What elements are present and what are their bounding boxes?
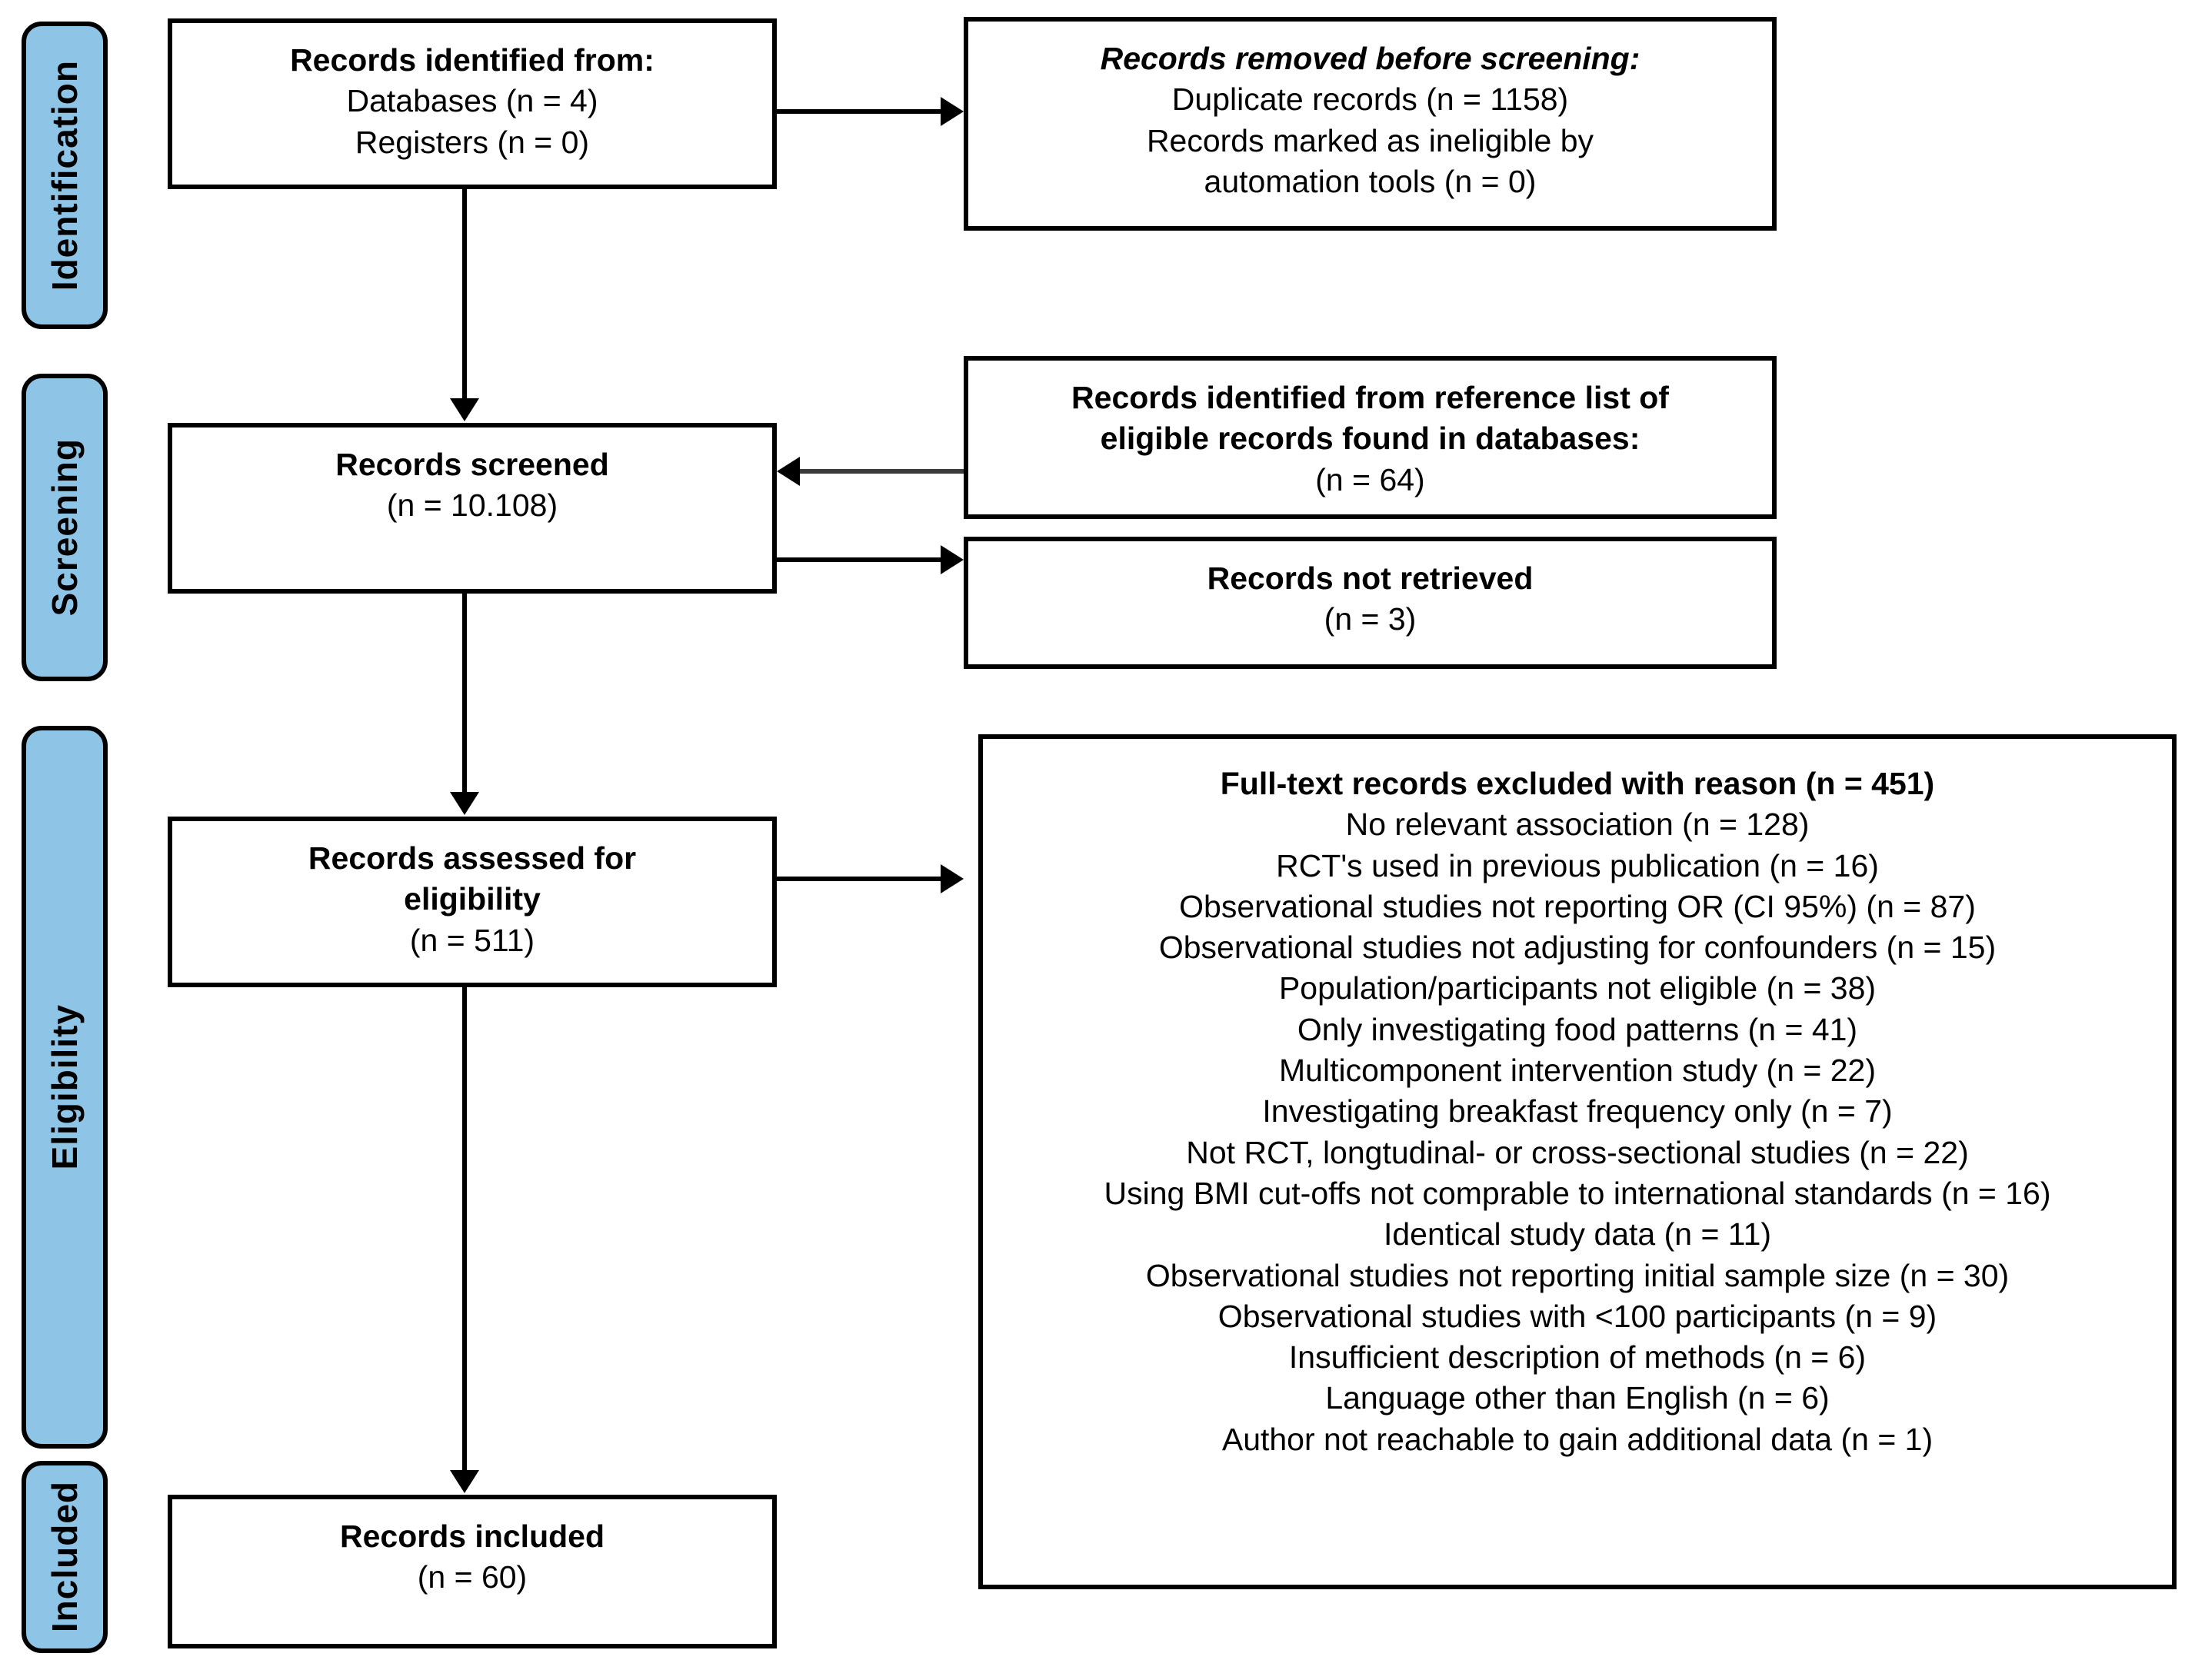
- stage-included: Included: [22, 1461, 108, 1653]
- excluded-line-15: Insufficient description of methods (n =…: [1288, 1339, 1867, 1376]
- excluded-line-4: Observational studies not reporting OR (…: [1179, 888, 1976, 924]
- stage-screening: Screening: [22, 374, 108, 681]
- assessed-line-3: (n = 511): [409, 922, 535, 958]
- connector-screened-to-assessed: [462, 594, 467, 792]
- records-screened-line-1: Records screened: [335, 447, 609, 482]
- records-removed-line-4: automation tools (n = 0): [1204, 163, 1537, 199]
- stage-eligibility-label: Eligibility: [45, 1004, 85, 1170]
- excluded-line-3: RCT's used in previous publication (n = …: [1276, 847, 1879, 883]
- reference-list-line-1: Records identified from reference list o…: [1071, 380, 1669, 415]
- records-identified-line-2: Databases (n = 4): [346, 83, 598, 119]
- excluded-line-5: Observational studies not adjusting for …: [1158, 930, 1997, 966]
- excluded-line-12: Identical study data (n = 11): [1383, 1216, 1772, 1253]
- records-removed-line-1: Records removed before screening:: [1100, 41, 1640, 76]
- stage-eligibility: Eligibility: [22, 726, 108, 1449]
- excluded-line-13: Observational studies not reporting init…: [1145, 1257, 2010, 1293]
- excluded-line-7: Only investigating food patterns (n = 41…: [1297, 1011, 1858, 1047]
- arrowhead-identified-to-screened: [450, 398, 479, 421]
- stage-screening-label: Screening: [45, 438, 85, 617]
- reference-list-line-3: (n = 64): [1315, 461, 1425, 497]
- connector-identified-to-screened: [462, 189, 467, 398]
- connector-assessed-to-included: [462, 987, 467, 1470]
- arrowhead-identified-to-removed: [941, 97, 964, 126]
- included-line-2: (n = 60): [417, 1559, 528, 1595]
- excluded-line-11: Using BMI cut-offs not comprable to inte…: [1104, 1175, 2051, 1211]
- included-line-1: Records included: [339, 1519, 605, 1554]
- records-identified-line-1: Records identified from:: [290, 42, 655, 78]
- records-screened-box: Records screened (n = 10.108): [168, 423, 777, 594]
- excluded-line-2: No relevant association (n = 128): [1345, 807, 1810, 843]
- not-retrieved-line-1: Records not retrieved: [1207, 561, 1534, 596]
- arrowhead-screened-to-assessed: [450, 792, 479, 815]
- connector-assessed-to-excluded: [777, 877, 941, 881]
- connector-reference-list-to-screened: [800, 469, 964, 474]
- stage-included-label: Included: [45, 1481, 85, 1633]
- excluded-line-9: Investigating breakfast frequency only (…: [1262, 1093, 1893, 1129]
- records-from-reference-list-box: Records identified from reference list o…: [964, 356, 1777, 519]
- records-removed-line-3: Records marked as ineligible by: [1146, 122, 1594, 158]
- records-included-box: Records included (n = 60): [168, 1495, 777, 1648]
- excluded-line-8: Multicomponent intervention study (n = 2…: [1279, 1053, 1876, 1089]
- records-identified-line-3: Registers (n = 0): [355, 124, 590, 160]
- records-screened-line-2: (n = 10.108): [386, 487, 558, 524]
- stage-identification-label: Identification: [45, 59, 85, 291]
- excluded-line-16: Language other than English (n = 6): [1325, 1380, 1830, 1416]
- records-not-retrieved-box: Records not retrieved (n = 3): [964, 537, 1777, 669]
- connector-screened-to-not-retrieved: [777, 557, 941, 562]
- connector-identified-to-removed: [777, 109, 941, 114]
- full-text-records-excluded-box: Full-text records excluded with reason (…: [978, 734, 2177, 1589]
- excluded-line-1: Full-text records excluded with reason (…: [1220, 766, 1935, 801]
- arrowhead-assessed-to-included: [450, 1470, 479, 1493]
- assessed-line-1: Records assessed for: [308, 840, 637, 876]
- records-removed-before-screening-box: Records removed before screening: Duplic…: [964, 17, 1777, 231]
- assessed-line-2: eligibility: [404, 881, 541, 917]
- arrowhead-assessed-to-excluded: [941, 864, 964, 893]
- excluded-line-17: Author not reachable to gain additional …: [1221, 1421, 1934, 1457]
- not-retrieved-line-2: (n = 3): [1324, 601, 1417, 637]
- reference-list-line-2: eligible records found in databases:: [1100, 421, 1640, 457]
- excluded-line-6: Population/participants not eligible (n …: [1278, 970, 1877, 1006]
- records-assessed-box: Records assessed for eligibility (n = 51…: [168, 817, 777, 987]
- arrowhead-reference-list-to-screened: [777, 457, 800, 486]
- records-identified-from-box: Records identified from: Databases (n = …: [168, 18, 777, 189]
- excluded-line-14: Observational studies with <100 particip…: [1217, 1298, 1937, 1334]
- records-removed-line-2: Duplicate records (n = 1158): [1171, 82, 1569, 118]
- excluded-line-10: Not RCT, longtudinal- or cross-sectional…: [1186, 1134, 1969, 1170]
- stage-identification: Identification: [22, 22, 108, 329]
- arrowhead-screened-to-not-retrieved: [941, 545, 964, 574]
